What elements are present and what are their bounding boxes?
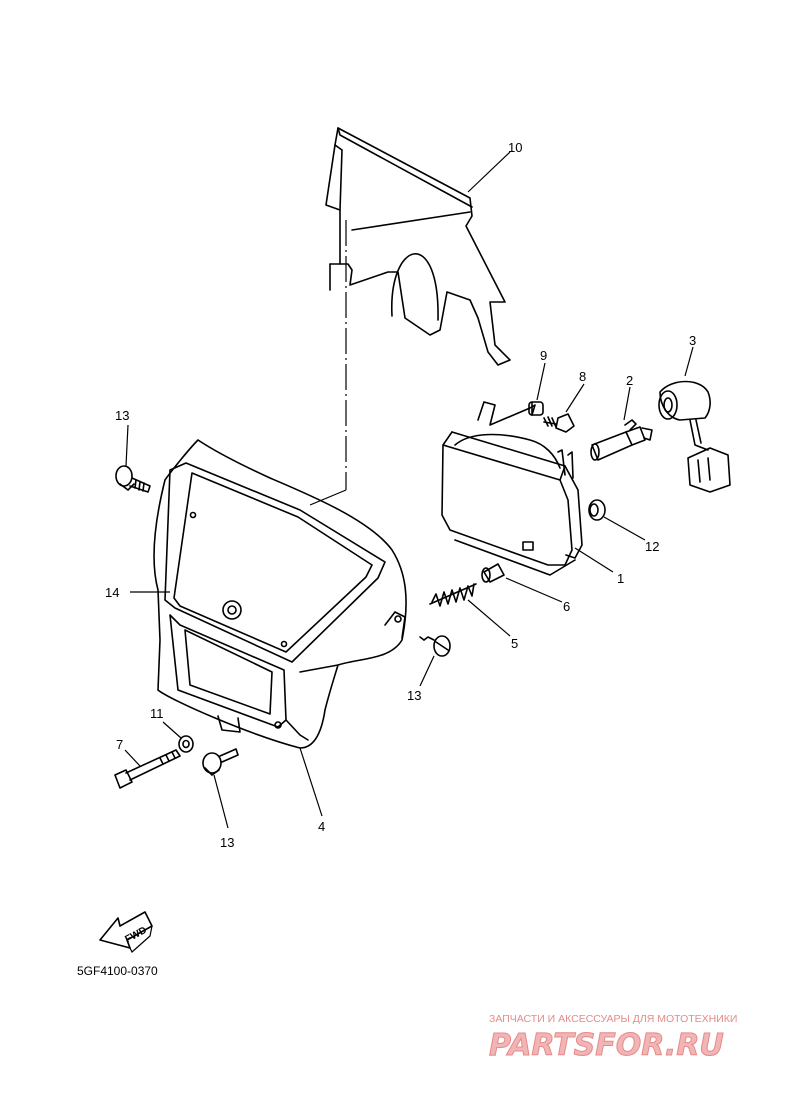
callout-13-bottom: 13 bbox=[220, 835, 234, 850]
part-7-long-bolt bbox=[114, 749, 181, 789]
callout-7: 7 bbox=[116, 737, 123, 752]
part-5-spring bbox=[429, 583, 477, 607]
watermark: ЗАПЧАСТИ И АКСЕССУАРЫ ДЛЯ МОТОТЕХНИКИ PA… bbox=[489, 1013, 738, 1064]
callout-4: 4 bbox=[318, 819, 325, 834]
callout-13-topleft: 13 bbox=[115, 408, 129, 423]
callout-1: 1 bbox=[617, 571, 624, 586]
callout-13-right: 13 bbox=[407, 688, 421, 703]
callout-5: 5 bbox=[511, 636, 518, 651]
callout-12: 12 bbox=[645, 539, 659, 554]
callout-11: 11 bbox=[150, 706, 164, 721]
watermark-tagline: ЗАПЧАСТИ И АКСЕССУАРЫ ДЛЯ МОТОТЕХНИКИ bbox=[489, 1013, 737, 1025]
callout-14: 14 bbox=[105, 585, 119, 600]
callout-10: 10 bbox=[508, 140, 522, 155]
part-13-bolt-right bbox=[419, 635, 451, 657]
part-1-headlight-unit bbox=[441, 401, 583, 576]
callout-8: 8 bbox=[579, 369, 586, 384]
part-9-grommet bbox=[528, 401, 544, 416]
fwd-arrow: FWD bbox=[99, 911, 153, 953]
callout-2: 2 bbox=[626, 373, 633, 388]
part-4-cover bbox=[153, 439, 407, 749]
callout-6: 6 bbox=[563, 599, 570, 614]
part-8-screw bbox=[543, 413, 575, 433]
callout-3: 3 bbox=[689, 333, 696, 348]
assembly-guide-line bbox=[309, 220, 347, 506]
part-13-bolt-bottom bbox=[202, 748, 239, 776]
callout-9: 9 bbox=[540, 348, 547, 363]
diagram-code: 5GF4100-0370 bbox=[77, 964, 158, 978]
callout-numbers: 10 9 8 2 3 12 1 6 5 13 13 14 11 7 13 4 bbox=[105, 140, 696, 850]
part-13-bolt-topleft bbox=[115, 465, 151, 493]
part-2-bulb bbox=[590, 419, 653, 461]
leader-lines bbox=[124, 151, 694, 829]
part-6-collar bbox=[481, 563, 505, 583]
part-12-cap bbox=[588, 499, 606, 521]
part-3-socket bbox=[658, 380, 731, 493]
part-11-washer bbox=[178, 735, 194, 753]
watermark-brand: PARTSFOR.RU bbox=[489, 1028, 724, 1063]
part-14-lens bbox=[164, 462, 386, 663]
part-10-bracket bbox=[325, 127, 511, 366]
